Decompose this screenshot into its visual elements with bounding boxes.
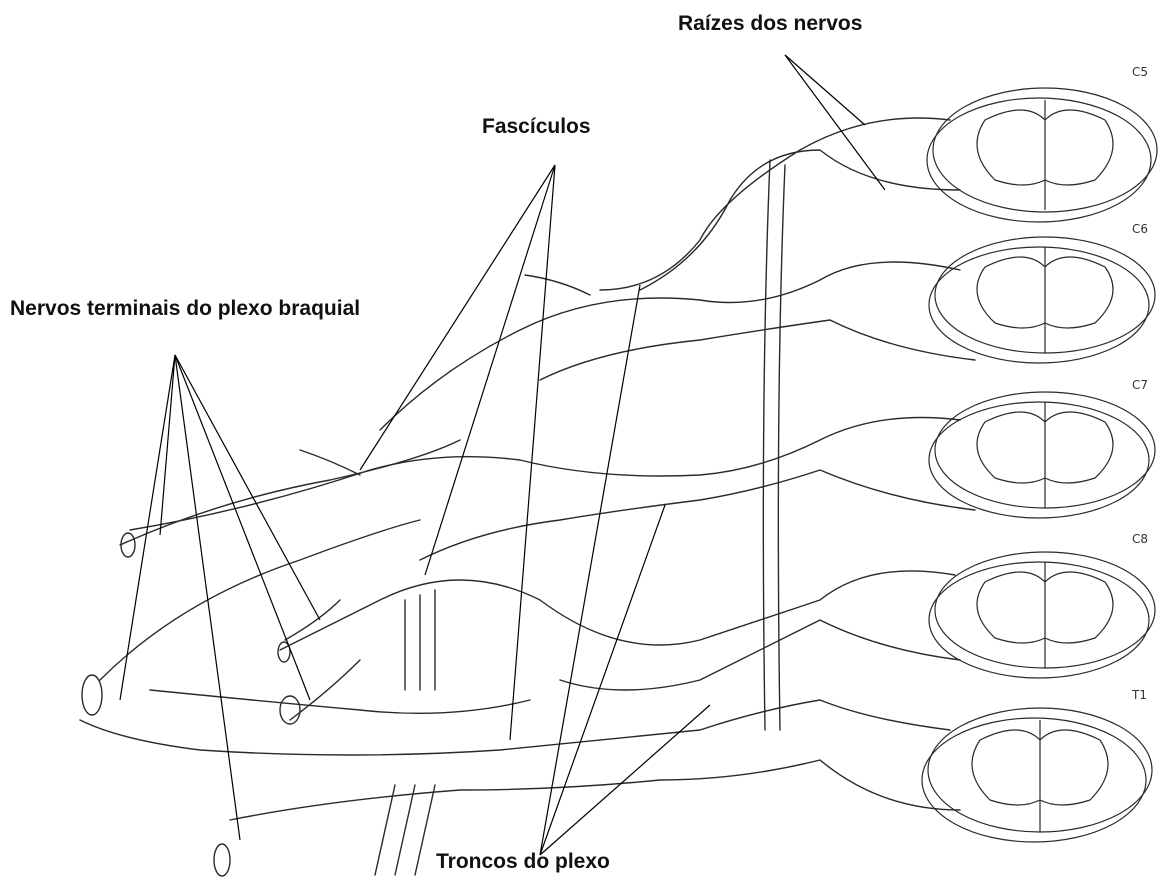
leader-trunks-1 xyxy=(540,285,640,855)
leader-terminal-3 xyxy=(175,355,240,840)
cord-section-t1 xyxy=(922,708,1152,842)
leader-fascicles-3 xyxy=(510,165,555,740)
leader-fascicles-2 xyxy=(425,165,555,575)
leader-terminal-5 xyxy=(175,355,310,700)
label-fascicles: Fascículos xyxy=(482,115,591,139)
segment-label-c7: C7 xyxy=(1132,378,1148,392)
segment-label-c6: C6 xyxy=(1132,222,1148,236)
cord-section-c5 xyxy=(927,88,1157,222)
plexus-nerves xyxy=(80,118,975,876)
leader-lines xyxy=(120,55,885,855)
segment-label-c5: C5 xyxy=(1132,65,1148,79)
leader-trunks-2 xyxy=(540,505,665,855)
spinal-cord-sections xyxy=(922,88,1157,842)
leader-terminal-2 xyxy=(120,355,175,700)
label-roots: Raízes dos nervos xyxy=(678,12,862,36)
label-trunks: Troncos do plexo xyxy=(436,850,610,874)
segment-label-t1: T1 xyxy=(1132,688,1147,702)
cord-section-c8 xyxy=(929,552,1155,678)
leader-fascicles-1 xyxy=(360,165,555,470)
cord-section-c7 xyxy=(929,392,1155,518)
label-terminal-nerves: Nervos terminais do plexo braquial xyxy=(10,297,360,321)
segment-label-c8: C8 xyxy=(1132,532,1148,546)
cord-section-c6 xyxy=(929,237,1155,363)
leader-roots-1 xyxy=(785,55,865,125)
leader-terminal-1 xyxy=(160,355,175,535)
